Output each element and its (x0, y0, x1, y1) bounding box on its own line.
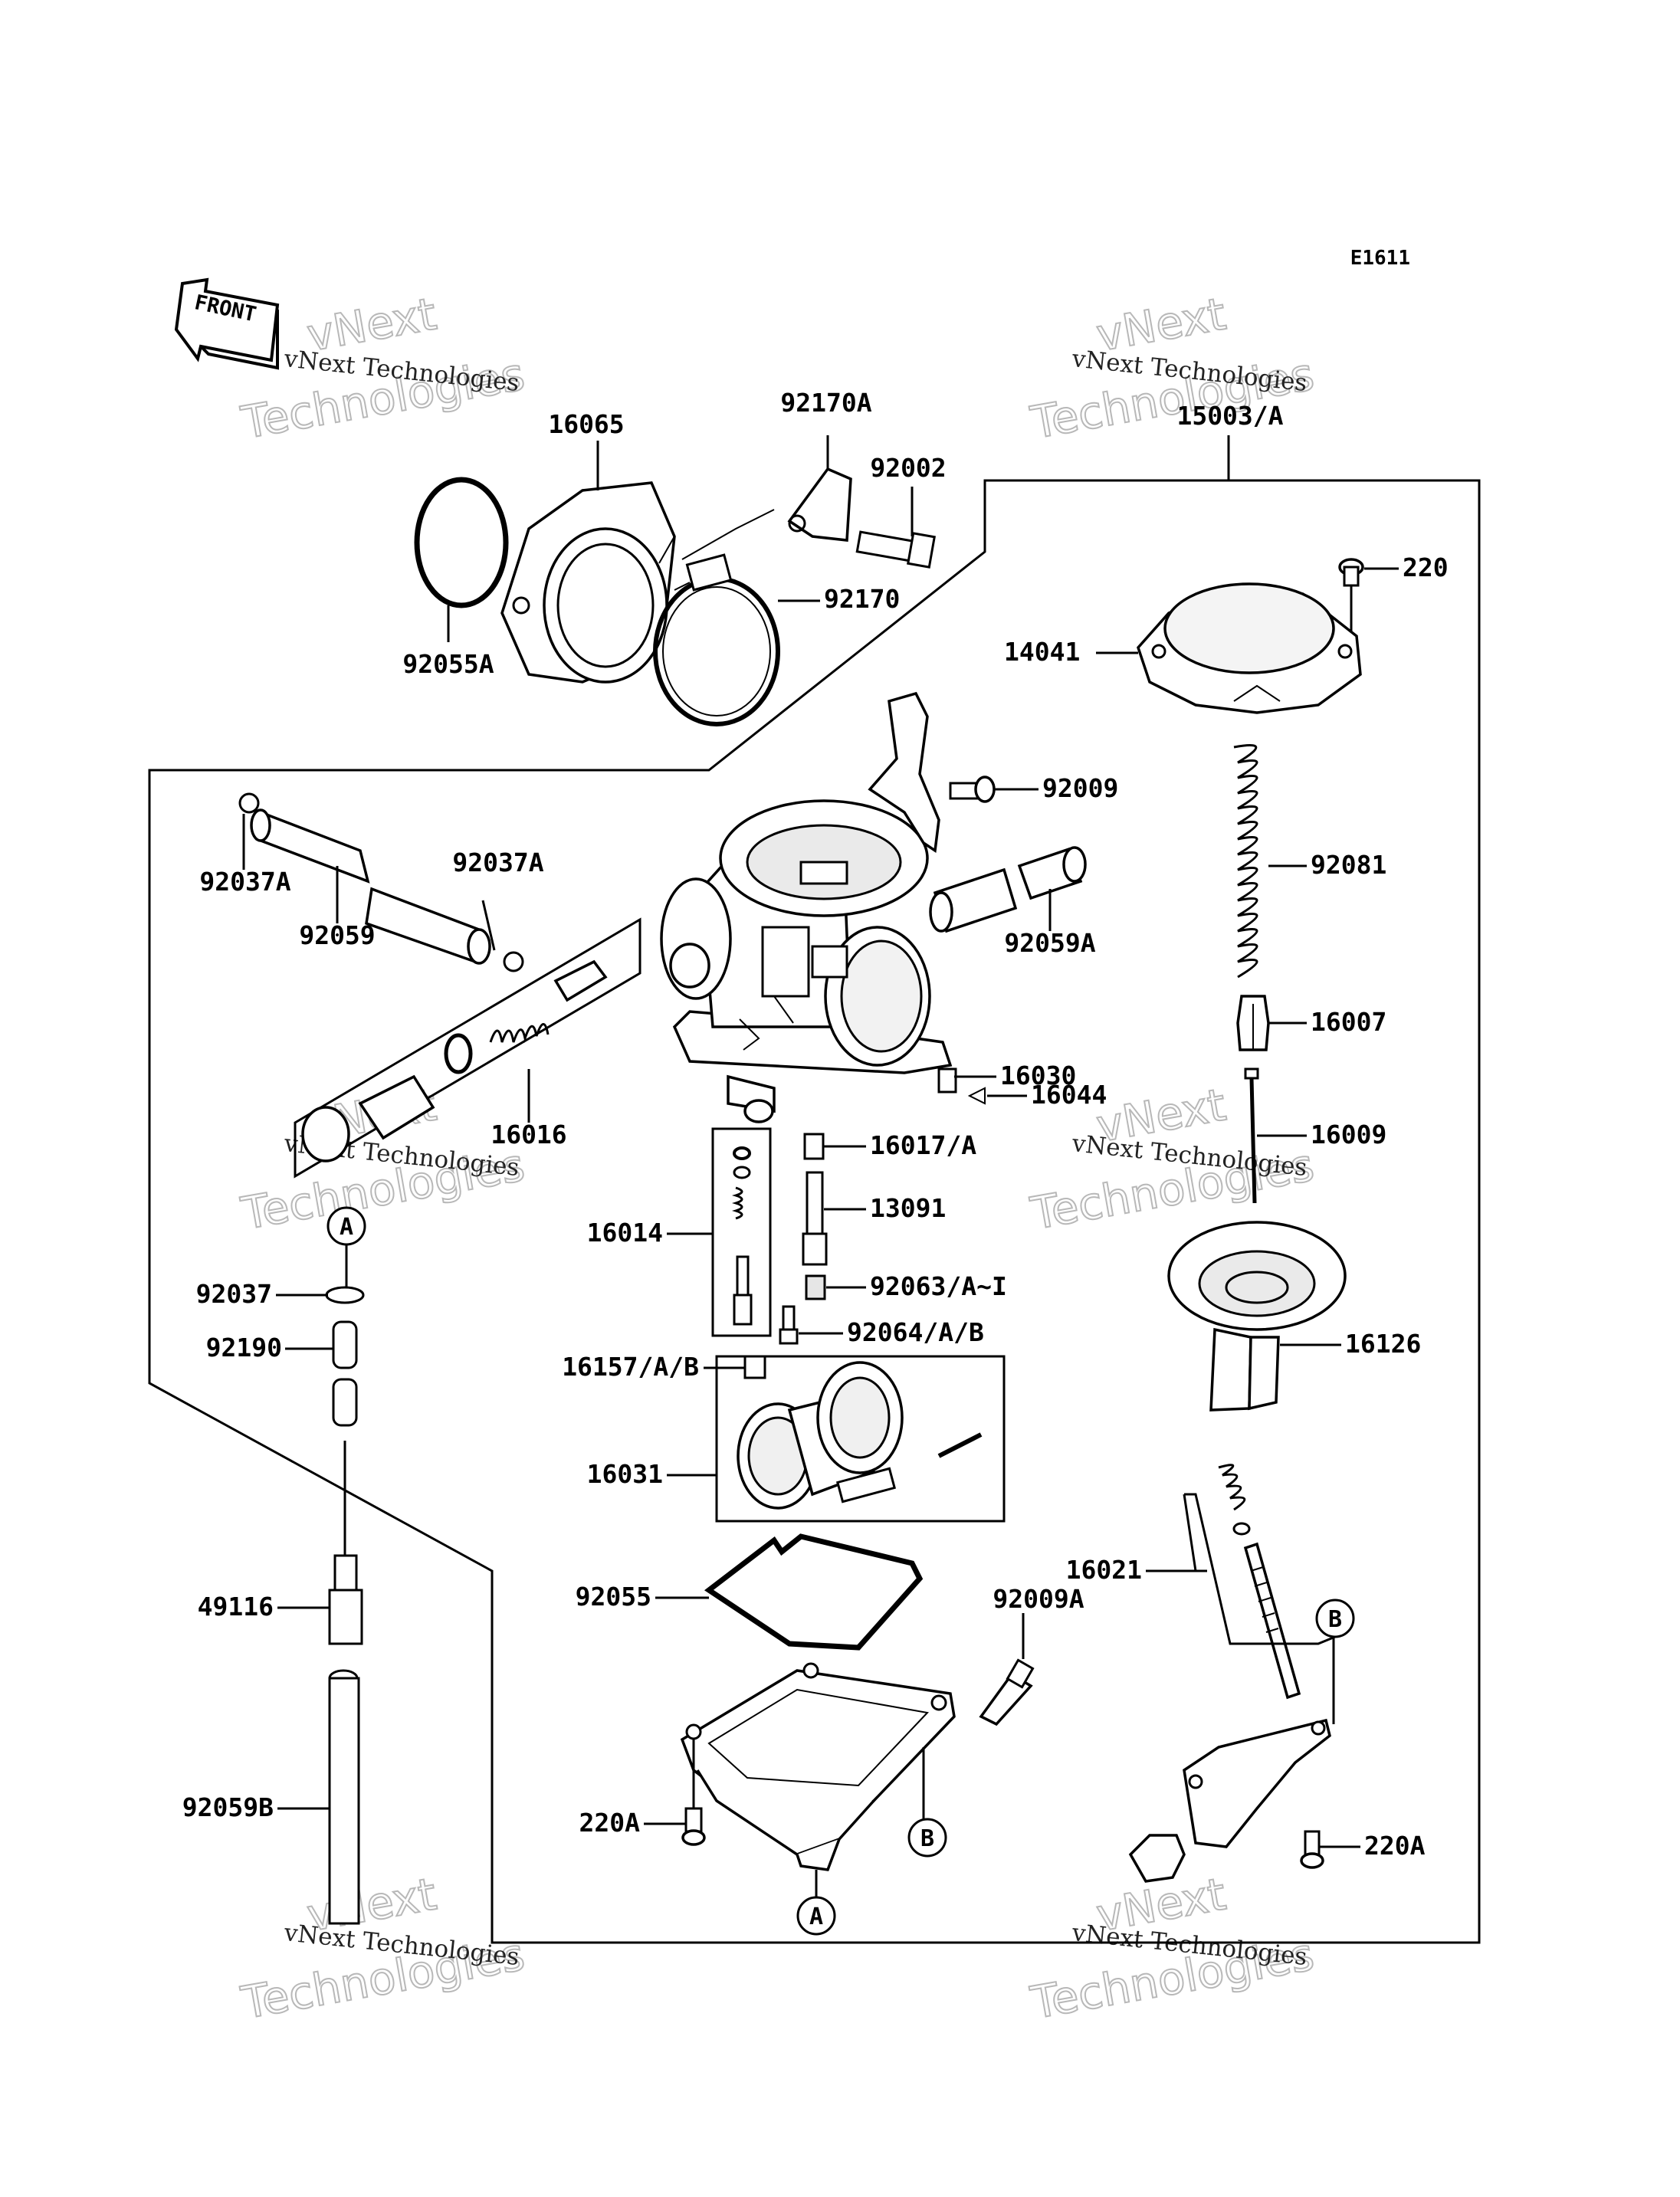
starter-plunger-16016 (294, 917, 641, 1179)
inlet-pipe-16065 (500, 441, 691, 684)
part-label-16017: 16017/A (870, 1130, 976, 1160)
part-label-14041: 14041 (1004, 637, 1080, 667)
part-label-15003: 15003/A (1176, 401, 1283, 431)
callout-a-bottom (796, 1896, 836, 1936)
part-label-92037: 92037 (196, 1279, 272, 1309)
screw-92009a (979, 1613, 1035, 1726)
spring-92081 (1233, 744, 1307, 979)
part-label-92059: 92059 (299, 920, 375, 950)
screw-220a-left (644, 1740, 706, 1846)
watermark-bottom-left: vNext Technologies vNext Technologies (237, 1867, 530, 2030)
diagram-code: E1611 (1350, 247, 1410, 270)
jet-needle-16009 (1244, 1067, 1307, 1204)
callout-b-bowl (907, 1818, 947, 1858)
part-label-92059b: 92059B (182, 1792, 274, 1822)
part-label-92055a: 92055A (402, 649, 494, 679)
hose-92059a (929, 846, 1087, 933)
part-label-220a-left: 220A (579, 1808, 641, 1838)
part-label-92170: 92170 (824, 584, 900, 614)
clip-92037a-right (481, 900, 524, 972)
jet-16157 (704, 1355, 766, 1379)
part-label-220a-right: 220A (1364, 1831, 1426, 1861)
retainer-16007 (1236, 995, 1307, 1051)
needle-valve-16014 (667, 1127, 772, 1337)
callout-b-choke-label: B (1328, 1606, 1342, 1633)
part-label-92059a: 92059A (1004, 928, 1095, 958)
part-label-16016: 16016 (491, 1120, 566, 1149)
part-label-16065: 16065 (548, 409, 624, 439)
part-label-92063: 92063/A~I (870, 1271, 1007, 1301)
part-label-92037a-left: 92037A (199, 867, 290, 897)
part-label-16126: 16126 (1345, 1329, 1421, 1359)
assembly-outline (148, 479, 1481, 1944)
part-label-92170a: 92170A (780, 388, 871, 418)
bracket-92170a (681, 435, 852, 560)
jet-16017 (803, 1133, 866, 1160)
watermark-bottom-right: vNext Technologies vNext Technologies (1026, 1867, 1319, 2030)
callout-a-bottom-label: A (809, 1904, 823, 1930)
part-label-220: 220 (1403, 553, 1449, 582)
o-ring-92055a (414, 477, 509, 642)
part-label-13091: 13091 (870, 1193, 946, 1223)
fitting-49116 (277, 1554, 363, 1645)
screw-220a-right (1300, 1830, 1360, 1869)
part-label-16021: 16021 (1066, 1555, 1142, 1585)
part-label-92064: 92064/A/B (847, 1317, 984, 1347)
part-label-16044: 16044 (1031, 1080, 1107, 1110)
carburetor-body (660, 691, 953, 1123)
clip-92037a-left (238, 792, 260, 870)
vacuum-piston-16126 (1167, 1221, 1347, 1412)
clamp-92170 (653, 553, 820, 726)
top-cover-14041 (1096, 582, 1362, 714)
part-label-16030: 16030 (1000, 1061, 1076, 1090)
clip-92037 (276, 1244, 365, 1304)
needle-jet-13091 (802, 1171, 866, 1266)
gasket-92055 (655, 1533, 924, 1651)
part-label-92002: 92002 (870, 453, 946, 483)
part-label-92081: 92081 (1311, 850, 1386, 880)
pilot-jet-92064 (779, 1305, 843, 1345)
boot-16031 (667, 1355, 1006, 1523)
part-labels: 16065 92170A 92002 15003/A 220 92170 920… (182, 388, 1449, 1861)
hose-92059b (277, 1669, 360, 1925)
part-label-92037a-right: 92037A (452, 848, 543, 877)
hose-92059 (250, 808, 491, 965)
main-jet-92063 (805, 1274, 866, 1300)
screw-92009 (949, 776, 1039, 803)
bolt-92002 (855, 487, 936, 569)
part-label-16007: 16007 (1311, 1007, 1386, 1037)
part-label-92009: 92009 (1042, 773, 1118, 803)
screw-220 (1338, 558, 1399, 636)
washer-16044 (967, 1087, 1027, 1105)
part-label-92055: 92055 (576, 1582, 651, 1612)
part-label-16009: 16009 (1311, 1120, 1386, 1149)
hose-92190 (285, 1320, 358, 1556)
part-label-92190: 92190 (206, 1333, 282, 1362)
part-label-16157: 16157/A/B (562, 1352, 699, 1382)
float-bowl (680, 1662, 956, 1900)
front-arrow-icon: FRONT (174, 277, 280, 370)
part-label-16031: 16031 (587, 1459, 663, 1489)
callout-b-bowl-label: B (920, 1825, 934, 1852)
pilot-screw-16030 (937, 1067, 996, 1094)
part-label-16014: 16014 (587, 1218, 663, 1248)
watermark-top-left: vNext Technologies vNext Technologies (237, 287, 530, 450)
choke-assembly-16021 (1128, 1464, 1336, 1883)
part-label-49116: 49116 (198, 1592, 274, 1622)
callout-a-left-label: A (340, 1214, 353, 1241)
part-label-92009a: 92009A (993, 1584, 1084, 1614)
